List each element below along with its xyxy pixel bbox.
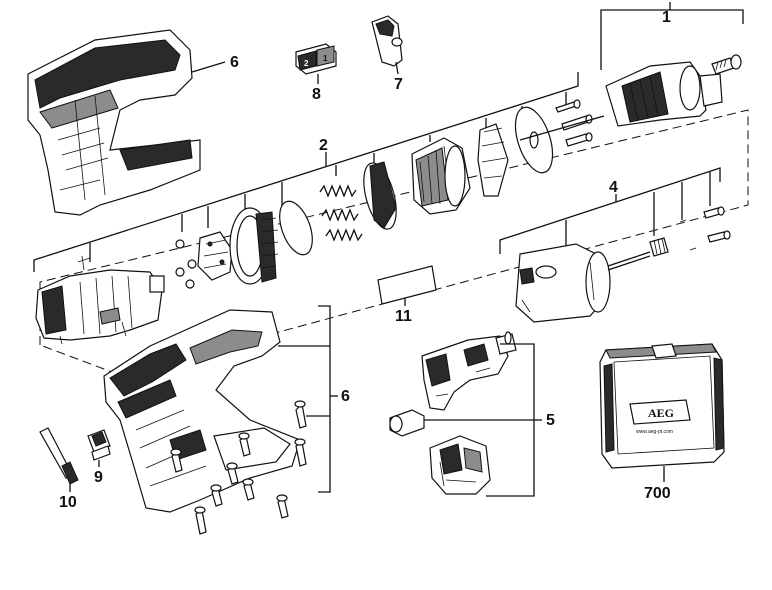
switch-mark-left: 2 <box>304 59 309 68</box>
gear-ring <box>477 123 509 197</box>
gearbox-screws <box>519 99 605 147</box>
switch-mark-right: 1 <box>323 54 328 63</box>
bracket-4-drops <box>565 172 711 248</box>
bracket-4 <box>499 167 721 254</box>
washer-hole <box>529 131 539 149</box>
part-label-10: 10 <box>59 494 77 511</box>
part-label-6-top: 6 <box>230 54 239 71</box>
part-label-11: 11 <box>395 308 412 325</box>
clutch-plate <box>363 161 397 230</box>
part-label-8: 8 <box>312 86 321 103</box>
bracket-1 <box>600 9 744 70</box>
gearbox-assembly <box>35 255 165 345</box>
motor-pinion <box>649 237 669 257</box>
bit-holder <box>87 429 111 461</box>
motor <box>515 243 651 323</box>
part-label-700: 700 <box>644 485 671 502</box>
o-ring <box>279 200 313 256</box>
belt-clip <box>371 15 403 67</box>
springs <box>319 184 363 242</box>
ring-gear <box>229 207 279 285</box>
leader-7 <box>395 61 399 75</box>
part-label-7: 7 <box>394 76 403 93</box>
bracket-2 <box>33 72 579 272</box>
ball-bearings <box>175 239 197 289</box>
planet-carrier <box>197 231 233 281</box>
part-label-4: 4 <box>609 179 618 196</box>
housing-screws <box>170 400 307 535</box>
housing-half-top <box>27 29 201 216</box>
torque-collar <box>411 137 471 215</box>
label-sticker <box>377 265 437 305</box>
switch-block <box>429 435 491 495</box>
carry-case: AEG www.aeg-pt.com <box>599 343 725 469</box>
housing-half-bottom <box>103 309 301 513</box>
switch-cap: 2 1 <box>295 43 337 75</box>
case-brand: AEG <box>648 406 674 420</box>
part-label-5: 5 <box>546 412 555 429</box>
part-label-2: 2 <box>319 137 328 154</box>
screwdriver-bit <box>39 427 79 485</box>
bracket-6-bottom <box>318 305 331 493</box>
drill-chuck <box>605 61 723 127</box>
part-label-6-bottom: 6 <box>341 388 350 405</box>
leader-6-top <box>191 61 226 73</box>
part-label-9: 9 <box>94 469 103 486</box>
brush-holder <box>389 409 425 437</box>
case-url: www.aeg-pt.com <box>636 429 673 435</box>
part-label-1: 1 <box>662 9 671 26</box>
chuck-screw <box>711 54 742 75</box>
motor-screws <box>679 206 731 251</box>
